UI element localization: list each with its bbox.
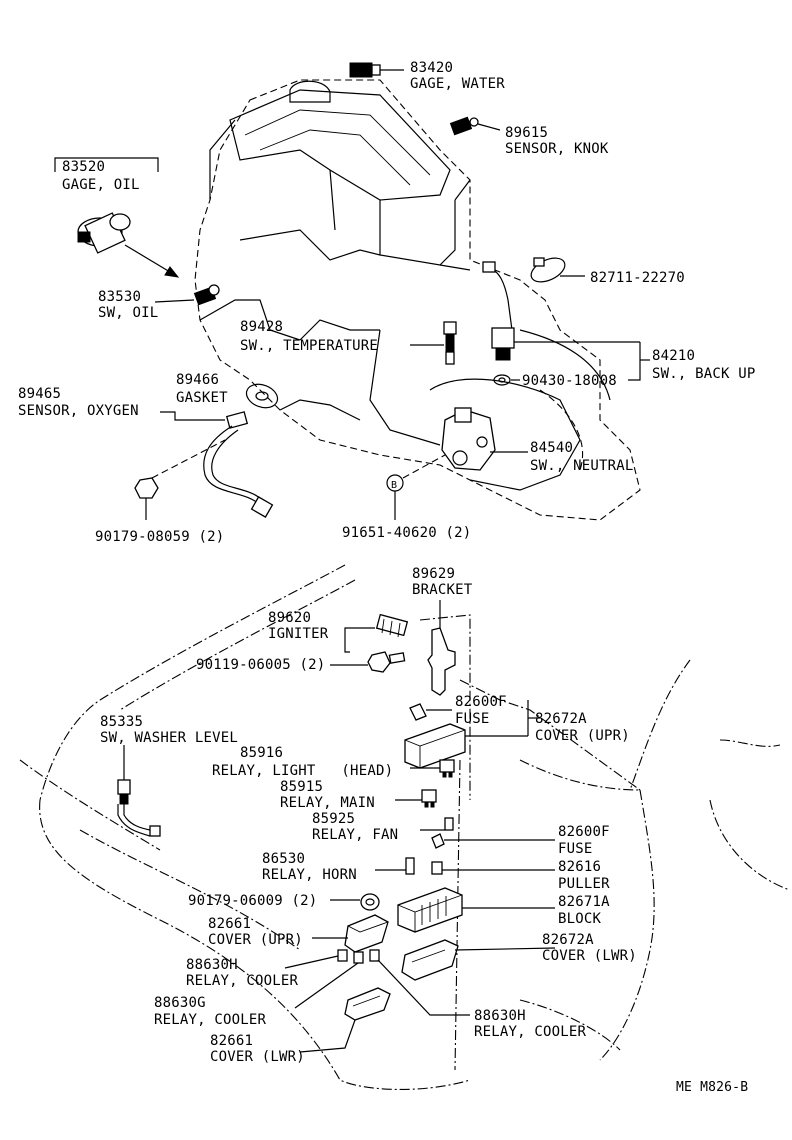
cover-lwr-1-icon [401, 939, 556, 981]
label-86530-name: RELAY, HORN [262, 867, 357, 883]
label-83520-code: 83520 [62, 159, 105, 175]
label-83530-name: SW, OIL [98, 305, 158, 321]
oil-switch-icon [154, 284, 220, 306]
label-85916-name: RELAY, LIGHT (HEAD) [212, 763, 393, 779]
clamp-icon [530, 257, 585, 283]
label-83420-code: 83420 [410, 60, 453, 76]
back-up-switch-icon [491, 327, 650, 381]
label-82616-code: 82616 [558, 859, 601, 875]
gage-oil-bracket [54, 157, 159, 172]
cover-lwr-2-icon [299, 987, 391, 1053]
igniter-icon [344, 613, 409, 653]
nut-icon [134, 439, 226, 520]
relay-fan-icon [420, 817, 454, 831]
label-82600f-1-code: 82600F [455, 694, 507, 710]
part-labels: 83420 GAGE, WATER 89615 SENSOR, KNOK 835… [18, 60, 756, 1095]
temperature-switch-icon [410, 321, 457, 365]
label-88630h-2-code: 88630H [474, 1008, 526, 1024]
label-90179-08059-code: 90179-08059 (2) [95, 529, 224, 545]
label-89428-code: 89428 [240, 319, 283, 335]
label-82672a-1-code: 82672A [535, 711, 587, 727]
car-body-illustration [19, 564, 791, 1090]
cooler-relays-icon [284, 949, 470, 1016]
label-85925-name: RELAY, FAN [312, 827, 398, 843]
label-85335-code: 85335 [100, 714, 143, 730]
cover-upr-2-icon [312, 914, 389, 953]
label-82711-code: 82711-22270 [590, 270, 685, 286]
label-89620-name: IGNITER [268, 626, 329, 642]
label-90179-06009-code: 90179-06009 (2) [188, 893, 317, 909]
label-82616-name: PULLER [558, 876, 610, 892]
oil-gage-icon [77, 212, 180, 278]
relay-main-icon [395, 789, 437, 808]
label-89615-name: SENSOR, KNOK [505, 141, 609, 157]
block-icon [397, 887, 555, 933]
bolt-marker-icon [386, 454, 446, 520]
label-89615-code: 89615 [505, 125, 548, 141]
neutral-switch-icon [441, 407, 528, 471]
label-89629-name: BRACKET [412, 582, 473, 598]
back-up-switch-wire [487, 267, 513, 331]
label-85915-name: RELAY, MAIN [280, 795, 375, 811]
washer-icon [493, 374, 520, 386]
label-84540-name: SW., NEUTRAL [530, 458, 634, 474]
label-91651-code: 91651-40620 (2) [342, 525, 471, 541]
label-88630g-code: 88630G [154, 995, 206, 1011]
label-82672a-2-code: 82672A [542, 932, 594, 948]
label-90430-code: 90430-18008 [522, 373, 617, 389]
bolt-icon [330, 651, 406, 673]
label-88630h-2-name: RELAY, COOLER [474, 1024, 587, 1040]
label-89428-name: SW., TEMPERATURE [240, 338, 378, 354]
nut-2-icon [330, 893, 380, 911]
label-84210-name: SW., BACK UP [652, 366, 756, 382]
label-83420-name: GAGE, WATER [410, 76, 505, 92]
label-90119-code: 90119-06005 (2) [196, 657, 325, 673]
back-up-connector [482, 261, 496, 273]
label-83530-code: 83530 [98, 289, 141, 305]
bracket-icon [427, 600, 456, 696]
fuse-2-icon [431, 833, 555, 849]
label-82661-1-code: 82661 [208, 916, 251, 932]
label-89620-code: 89620 [268, 610, 311, 626]
puller-icon [431, 861, 555, 875]
figure-code: ME M826-B [676, 1080, 748, 1095]
relay-horn-icon [375, 857, 415, 875]
relay-light-icon [410, 759, 455, 778]
label-89629-code: 89629 [412, 566, 455, 582]
label-85335-name: SW, WASHER LEVEL [100, 730, 238, 746]
label-82661-2-name: COVER (LWR) [210, 1049, 305, 1065]
label-89466-code: 89466 [176, 372, 219, 388]
label-82661-1-name: COVER (UPR) [208, 932, 303, 948]
label-89465-name: SENSOR, OXYGEN [18, 403, 139, 419]
label-82671a-name: BLOCK [558, 911, 602, 927]
label-89466-name: GASKET [176, 390, 228, 406]
label-83520-name: GAGE, OIL [62, 177, 140, 193]
washer-level-switch-icon [117, 745, 161, 837]
label-82600f-2-name: FUSE [558, 841, 593, 857]
label-88630h-1-code: 88630H [186, 957, 238, 973]
label-82672a-2-name: COVER (LWR) [542, 948, 637, 964]
label-88630h-1-name: RELAY, COOLER [186, 973, 299, 989]
label-84540-code: 84540 [530, 440, 573, 456]
water-gage-icon [349, 62, 404, 78]
label-85915-code: 85915 [280, 779, 323, 795]
label-89465-code: 89465 [18, 386, 61, 402]
label-82600f-2-code: 82600F [558, 824, 610, 840]
label-82672a-1-name: COVER (UPR) [535, 728, 630, 744]
label-85916-code: 85916 [240, 745, 283, 761]
oxygen-sensor-icon [160, 383, 279, 518]
label-85925-code: 85925 [312, 811, 355, 827]
label-bolt-marker: B [391, 480, 397, 491]
fuse-1-icon [409, 703, 452, 721]
knock-sensor-icon [449, 116, 501, 136]
label-84210-code: 84210 [652, 348, 695, 364]
cover-upr-1-icon [404, 700, 540, 769]
label-88630g-name: RELAY, COOLER [154, 1012, 267, 1028]
label-86530-code: 86530 [262, 851, 305, 867]
label-82600f-1-name: FUSE [455, 711, 490, 727]
label-82671a-code: 82671A [558, 894, 610, 910]
label-82661-2-code: 82661 [210, 1033, 253, 1049]
